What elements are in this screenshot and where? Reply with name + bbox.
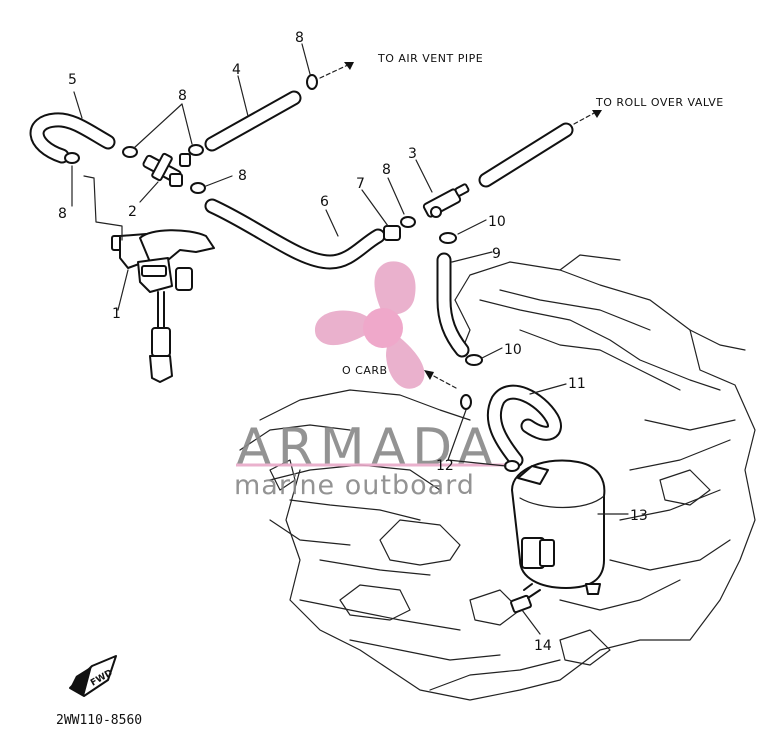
hose-9 (436, 252, 470, 358)
clip-10-bottom (465, 354, 483, 366)
watermark-hub-icon (363, 308, 403, 348)
callout-9: 9 (492, 246, 501, 262)
callout-numbers: 1 2 3 4 5 6 7 8 8 8 8 8 9 10 10 11 12 13… (58, 30, 648, 654)
callout-8-right: 8 (382, 162, 391, 178)
callout-8-top-right: 8 (295, 30, 304, 46)
callout-3: 3 (408, 146, 417, 162)
clips (64, 74, 520, 472)
callout-12: 12 (436, 458, 454, 474)
hose-11 (486, 384, 562, 468)
t-joint-2 (142, 152, 191, 187)
callout-10-top: 10 (488, 214, 506, 230)
clip-8-top-right (306, 74, 318, 90)
callout-11: 11 (568, 376, 586, 392)
clip-12-left (460, 394, 472, 410)
watermark-propeller-icon (314, 261, 425, 389)
clip-8-top-mid (188, 144, 204, 156)
watermark-subtitle: marine outboard (234, 470, 475, 501)
callout-13: 13 (630, 508, 648, 524)
callout-7: 7 (356, 176, 365, 192)
hose-6 (204, 198, 386, 270)
callout-8-mid: 8 (238, 168, 247, 184)
clip-12-right (504, 460, 520, 472)
hose-roll-over (478, 122, 574, 188)
callout-14: 14 (534, 638, 552, 654)
clip-10-top (439, 232, 457, 244)
hose-4 (204, 90, 302, 152)
note-to-carb: O CARB (342, 364, 388, 377)
callout-4: 4 (232, 62, 241, 78)
clip-8-mid (190, 182, 206, 194)
bolt-14 (510, 583, 541, 614)
callout-10-bottom: 10 (504, 342, 522, 358)
part-code: 2WW110-8560 (56, 713, 142, 728)
clip-8-top-left (122, 146, 138, 158)
note-to-air-vent-pipe: TO AIR VENT PIPE (377, 52, 483, 65)
hose-5 (29, 112, 116, 164)
callout-8-top-left: 8 (178, 88, 187, 104)
front-indicator: FWD (69, 655, 117, 697)
watermark: ARMADA marine outboard (234, 261, 505, 501)
clip-8-right (400, 216, 416, 228)
callout-8-left: 8 (58, 206, 67, 222)
engine-block (239, 254, 756, 701)
note-to-roll-over-valve: TO ROLL OVER VALVE (595, 96, 724, 109)
watermark-title: ARMADA (236, 418, 499, 478)
connector-3 (422, 183, 470, 218)
leader-lines (71, 43, 629, 635)
clip-8-left (64, 152, 80, 164)
callout-2: 2 (128, 204, 137, 220)
fitting-7 (383, 225, 401, 241)
filter-13 (511, 459, 606, 595)
flow-arrows (319, 62, 602, 389)
callout-1: 1 (112, 306, 121, 322)
callout-6: 6 (320, 194, 329, 210)
callout-5: 5 (68, 72, 77, 88)
valve-1 (111, 229, 215, 383)
